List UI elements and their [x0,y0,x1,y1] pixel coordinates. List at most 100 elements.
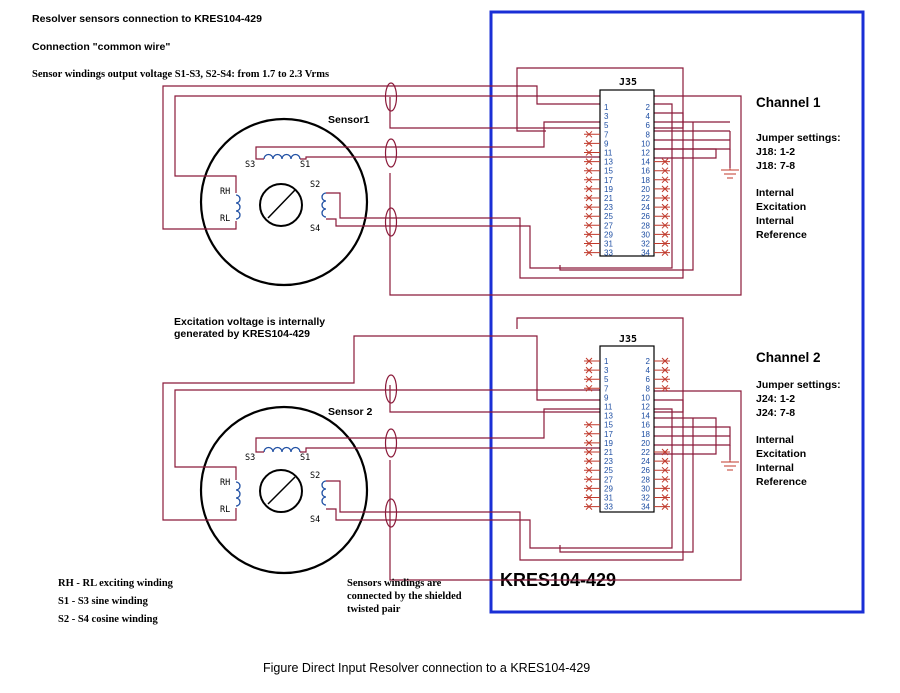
unused-pin-marker [654,240,670,247]
pin-label: 33 [604,503,613,512]
unused-pin-marker [654,475,670,483]
channel-1-jumper-1: J18: 1-2 [756,146,795,158]
pin-label: 2 [646,357,651,366]
pin-label: 21 [604,448,613,457]
channel-1-mode-2: Excitation [756,201,806,213]
pin-label: 31 [604,240,613,249]
pin-label: 17 [604,430,613,439]
sensor-2-rotor-needle [267,476,296,505]
pin-label: 10 [641,139,650,148]
pin-label: 8 [646,384,651,393]
pin-label: 18 [641,430,650,439]
channel-1-mode-1: Internal [756,187,794,199]
excitation-note-line-2: generated by KRES104-429 [174,328,310,340]
pin-label: 26 [641,466,650,475]
pin-label: 9 [604,393,609,402]
pin-label: 34 [641,503,650,512]
channel-2-connector: J35 135791113151719212325272931332468101… [584,334,670,513]
channel-2-mode-4: Reference [756,476,807,488]
legend-cosine-winding: S2 - S4 cosine winding [58,614,159,625]
unused-pin-marker [584,185,600,193]
sensor-2-rl-label: RL [220,505,230,515]
sensor-2-s1-label: S1 [300,453,310,463]
pin-label: 14 [641,412,650,421]
pin-label: 3 [604,366,609,375]
unused-pin-marker [584,212,600,220]
pin-label: 13 [604,158,613,167]
unused-pin-marker [654,167,670,175]
unused-pin-marker [584,221,600,229]
channel-1-mode-4: Reference [756,229,807,241]
sensor-2-s2-label: S2 [310,471,320,481]
channel-2-connector-name: J35 [619,334,637,345]
unused-pin-marker [654,503,670,510]
sensor-1-rotor-needle [267,189,296,219]
sensor-2-body [199,405,369,575]
channel-2-jumper-title: Jumper settings: [756,379,841,391]
pin-label: 4 [646,112,651,121]
sensor-1-rl-label: RL [220,214,230,224]
pin-label: 6 [646,375,651,384]
unused-pin-marker [584,149,600,156]
sensor-2-s3-label: S3 [245,453,255,463]
unused-pin-marker [654,176,670,184]
unused-pin-marker [584,494,600,501]
unused-pin-marker [654,366,670,374]
pin-label: 1 [604,103,609,112]
channel-2-title: Channel 2 [756,350,821,365]
excitation-note-line-1: Excitation voltage is internally [174,316,325,328]
pin-label: 23 [604,457,613,466]
pin-label: 11 [604,403,613,412]
unused-pin-marker [584,240,600,247]
unused-pin-marker [654,249,670,256]
pin-label: 24 [641,457,650,466]
unused-pin-marker [584,357,600,365]
shield-note-line-2: connected by the shielded [347,591,462,602]
sensor-1-s2-label: S2 [310,180,320,190]
pin-label: 12 [641,149,650,158]
unused-pin-marker [654,457,670,465]
pin-label: 8 [646,130,651,139]
pin-label: 30 [641,230,650,239]
sensor-2-sine-winding [263,446,301,453]
pin-label: 4 [646,366,651,375]
unused-pin-marker [654,357,670,365]
unused-pin-marker [654,158,670,165]
pin-label: 28 [641,221,650,230]
shield-note-line-1: Sensors windings are [347,578,442,589]
sensor-1-s4-label: S4 [310,224,320,234]
sensor-2-s4-label: S4 [310,515,320,525]
unused-pin-marker [654,375,670,383]
board-frame [489,10,865,614]
unused-pin-marker [584,130,600,138]
channel-2-mode-3: Internal [756,462,794,474]
unused-pin-marker [654,185,670,193]
unused-pin-marker [654,384,670,392]
pin-label: 15 [604,167,613,176]
sensor-2-shield-top [384,374,398,404]
pin-label: 28 [641,475,650,484]
header-title: Resolver sensors connection to KRES104-4… [32,13,262,25]
pin-label: 24 [641,203,650,212]
sensor-2-label: Sensor 2 [328,406,373,418]
sensor-2-rotor [259,469,303,513]
unused-pin-marker [584,249,600,256]
sensor-2-wiring [162,317,742,581]
channel-1-ground-icon [721,168,739,179]
pin-label: 7 [604,384,609,393]
unused-pin-marker [654,221,670,229]
pin-label: 26 [641,212,650,221]
pin-label: 32 [641,240,650,249]
unused-pin-marker [654,194,670,202]
pin-label: 2 [646,103,651,112]
pin-label: 33 [604,249,613,258]
pin-label: 11 [604,149,613,158]
sensor-2-excitation-winding [235,481,241,507]
channel-2: Sensor 2 S3 S1 RH RL S2 S4 [162,317,841,581]
unused-pin-marker [584,231,600,238]
channel-2-mode-2: Excitation [756,448,806,460]
pin-label: 25 [604,466,613,475]
pin-label: 14 [641,158,650,167]
channel-1-jumper-2: J18: 7-8 [756,160,795,172]
unused-pin-marker [584,448,600,456]
